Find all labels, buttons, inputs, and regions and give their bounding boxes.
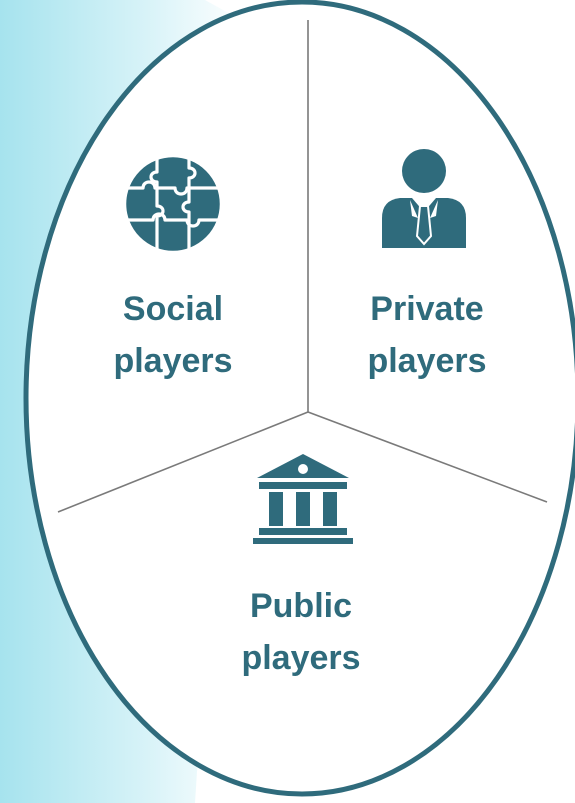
- puzzle-globe-icon: [123, 154, 223, 254]
- public-players-label: Public players: [220, 580, 382, 684]
- private-players-label: Private players: [345, 283, 509, 387]
- divider-line-right: [307, 411, 548, 503]
- private-players-line2: players: [367, 342, 487, 380]
- social-players-label: Social players: [92, 283, 254, 387]
- government-building-icon: [253, 454, 353, 544]
- public-players-line1: Public: [249, 587, 353, 625]
- social-players-line2: players: [113, 342, 233, 380]
- businessman-icon: [382, 149, 466, 248]
- social-players-line1: Social: [122, 290, 224, 328]
- private-players-line1: Private: [370, 290, 484, 328]
- public-players-line2: players: [241, 639, 361, 677]
- divider-line-left: [57, 411, 309, 513]
